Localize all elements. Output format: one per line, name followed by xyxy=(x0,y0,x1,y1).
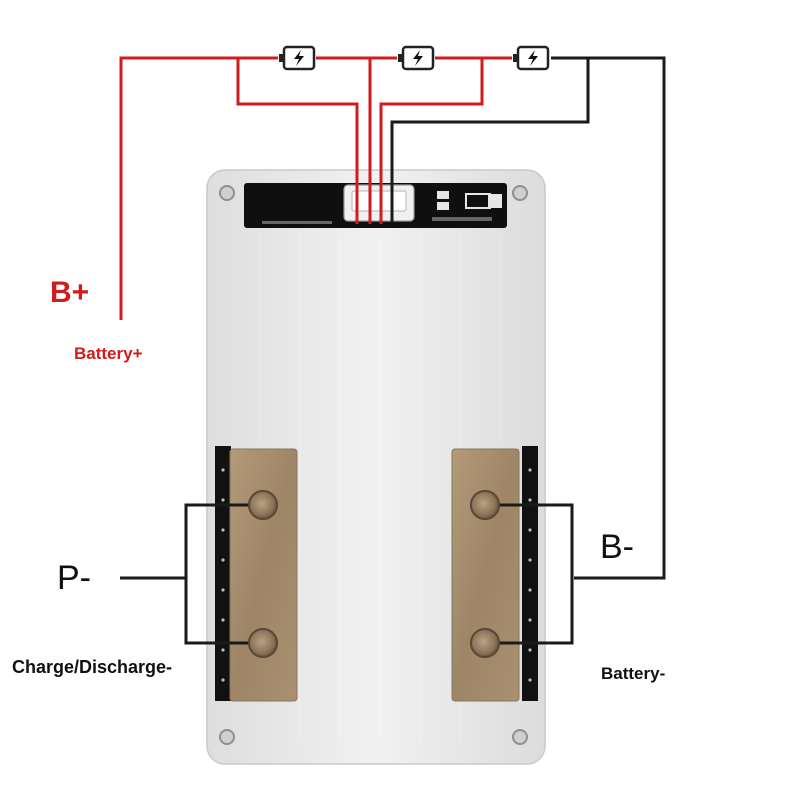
pcb-bottom-right-strip xyxy=(522,446,538,701)
balance-connector xyxy=(343,184,415,222)
b-minus-label: B- xyxy=(600,528,634,566)
battery-cell-2 xyxy=(398,45,435,71)
b-plus-label: B+ xyxy=(50,276,90,309)
b-plus-wire xyxy=(119,56,278,320)
pcb-bottom-left-strip xyxy=(215,446,231,701)
p-minus-pads xyxy=(229,448,298,702)
p-minus-label: P- xyxy=(57,559,91,597)
pcb-side-dots xyxy=(221,468,532,682)
connector-pins xyxy=(355,192,383,224)
battery-charging-icon xyxy=(528,50,538,66)
battery-charging-icon xyxy=(294,50,304,66)
positive-wiring xyxy=(119,56,512,320)
battery-plus-label: Battery+ xyxy=(74,344,143,363)
battery-charging-icon xyxy=(413,50,423,66)
charge-discharge-minus-label: Charge/Discharge- xyxy=(12,657,173,677)
mounting-holes xyxy=(219,185,528,745)
battery-cell-3 xyxy=(513,45,550,71)
bms-board xyxy=(206,169,546,765)
b-minus-wire xyxy=(551,56,666,580)
negative-wiring xyxy=(120,56,666,645)
pcb-components xyxy=(262,191,502,224)
battery-cell-1 xyxy=(279,45,316,71)
b-minus-pads xyxy=(451,448,520,702)
battery-minus-label: Battery- xyxy=(601,664,666,683)
